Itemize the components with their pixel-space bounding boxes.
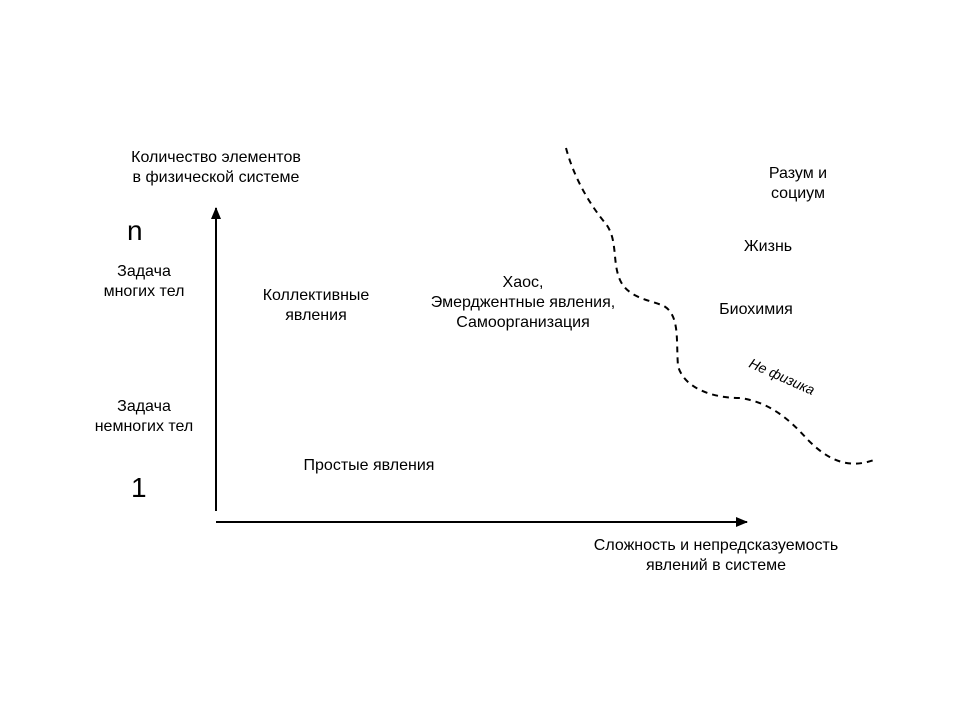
few-bodies-line2: немногих тел xyxy=(94,418,194,435)
chaos-line2: Эмерджентные явления, xyxy=(430,294,616,311)
y-axis-title: Количество элементов в физической систем… xyxy=(106,148,326,188)
simple-phenomena-label: Простые явления xyxy=(303,457,435,474)
mind-line1: Разум и xyxy=(768,165,828,182)
life-label: Жизнь xyxy=(743,238,793,255)
chaos-line3: Самоорганизация xyxy=(456,314,590,331)
non-physics-boundary xyxy=(565,147,875,465)
mind-line2: социум xyxy=(771,185,825,202)
chaos-line1: Хаос, xyxy=(502,274,544,291)
collective-line2: явления xyxy=(285,307,347,324)
collective-phenomena-label: Коллективные явления xyxy=(246,286,386,326)
x-axis-title: Сложность и непредсказуемость явлений в … xyxy=(556,536,876,576)
x-axis-title-line2: явлений в системе xyxy=(645,557,786,574)
few-bodies-line1: Задача xyxy=(117,398,171,415)
few-bodies-label: Задача немногих тел xyxy=(74,397,214,437)
collective-line1: Коллективные xyxy=(262,287,370,304)
y-axis-title-line1: Количество элементов xyxy=(131,149,301,166)
biochemistry-label: Биохимия xyxy=(719,301,793,318)
y-marker-1: 1 xyxy=(131,472,147,503)
y-marker-n: n xyxy=(127,215,143,246)
mind-society-label: Разум и социум xyxy=(748,164,848,204)
many-bodies-line2: многих тел xyxy=(103,283,185,300)
y-axis-title-line2: в физической системе xyxy=(132,169,300,186)
chaos-label: Хаос, Эмерджентные явления, Самоорганиза… xyxy=(408,273,638,333)
many-bodies-line1: Задача xyxy=(117,263,171,280)
many-bodies-label: Задача многих тел xyxy=(84,262,204,302)
non-physics-label: Не физика xyxy=(747,355,818,398)
x-axis-title-line1: Сложность и непредсказуемость xyxy=(593,537,839,554)
